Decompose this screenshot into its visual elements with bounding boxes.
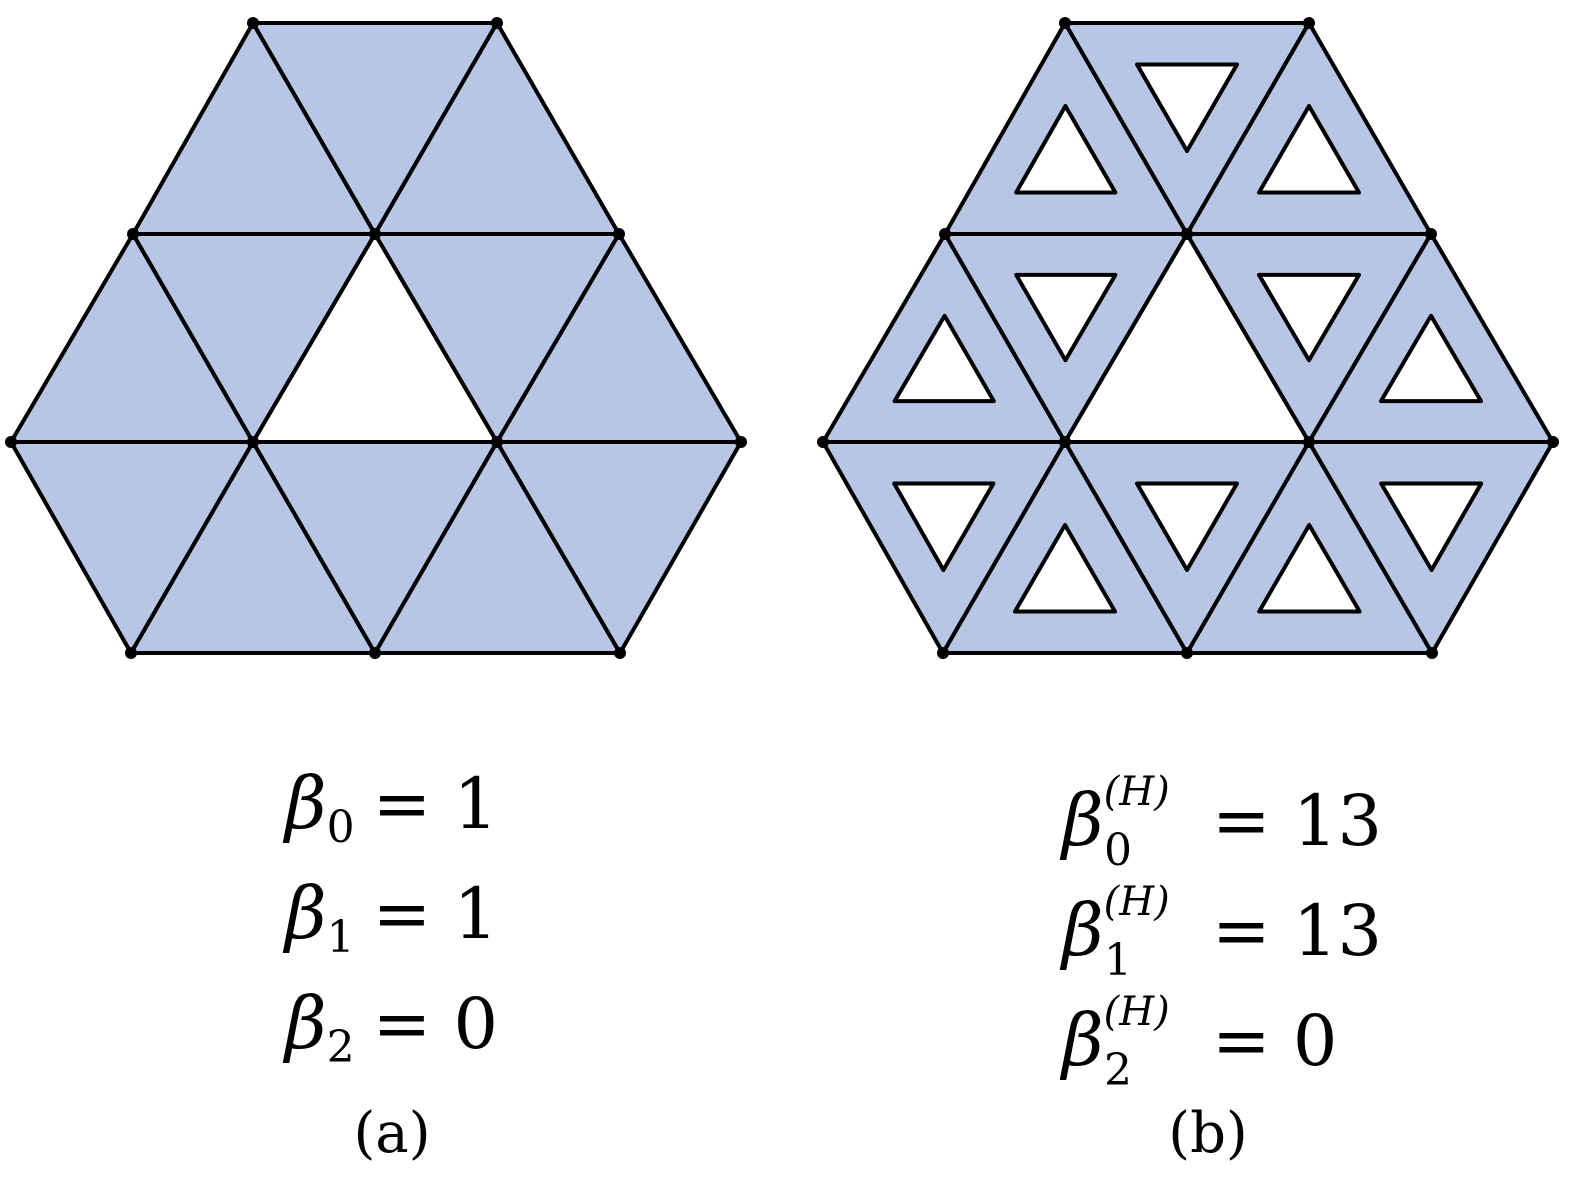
equation-rhs: = 1 — [373, 763, 498, 845]
caption-a: (a) — [353, 1101, 430, 1166]
complex-b-vertex-3 — [1181, 228, 1193, 240]
complex-b-inner-hole-2 — [1257, 104, 1361, 195]
beta-symbol: β — [282, 981, 327, 1065]
complex-b-vertex-7 — [1303, 436, 1315, 448]
complex-b-vertex-8 — [1547, 436, 1559, 448]
complex-b-vertex-4 — [1425, 228, 1437, 240]
complex-b-inner-hole-4 — [1014, 272, 1118, 363]
subscript: 2 — [327, 1022, 355, 1073]
superscript: (H) — [1104, 879, 1170, 925]
complex-a-vertex-5 — [5, 436, 17, 448]
complex-a-vertex-8 — [735, 436, 747, 448]
complex-b-inner-hole-3 — [892, 313, 996, 404]
complex-b-vertex-1 — [1303, 17, 1315, 29]
complex-b-inner-hole-12 — [1379, 481, 1484, 572]
complex-b-inner-hole-6 — [1257, 272, 1361, 363]
complex-b-inner-hole-7 — [1379, 313, 1483, 404]
simplicial-complex-b — [817, 17, 1559, 659]
betti-equation-a-0: β0 = 1 — [282, 761, 498, 853]
equation-rhs: = 0 — [373, 983, 498, 1065]
beta-symbol: β — [282, 761, 327, 845]
betti-equation-a-1: β1 = 1 — [282, 871, 498, 963]
complex-a-vertex-0 — [247, 17, 259, 29]
subscript: 1 — [327, 912, 355, 963]
complex-b-inner-hole-1 — [1135, 62, 1239, 153]
beta-symbol: β — [1059, 778, 1104, 862]
subscript: 1 — [1104, 935, 1132, 986]
subscript: 0 — [327, 802, 355, 853]
complex-b-vertex-10 — [1181, 647, 1193, 659]
simplicial-complex-a — [5, 17, 747, 659]
equation-rhs: = 1 — [373, 873, 498, 955]
superscript: (H) — [1104, 989, 1170, 1035]
complex-a-vertex-2 — [127, 228, 139, 240]
complex-a-vertex-10 — [369, 647, 381, 659]
betti-equation-a-2: β2 = 0 — [282, 981, 498, 1073]
complex-b-vertex-0 — [1059, 17, 1071, 29]
complex-a-vertex-3 — [369, 228, 381, 240]
complex-a-vertex-4 — [613, 228, 625, 240]
beta-symbol: β — [282, 871, 327, 955]
complex-a-vertex-6 — [247, 436, 259, 448]
complex-b-vertex-2 — [939, 228, 951, 240]
caption-b: (b) — [1168, 1101, 1248, 1166]
equation-rhs: = 13 — [1212, 780, 1382, 862]
betti-equation-b-1: β(H) 1 = 13 — [1059, 879, 1382, 986]
subscript: 2 — [1104, 1045, 1132, 1096]
betti-equation-b-0: β(H) 0 = 13 — [1059, 769, 1382, 876]
equation-rhs: = 0 — [1212, 1000, 1337, 1082]
complex-a-vertex-11 — [614, 647, 626, 659]
complex-b-vertex-5 — [817, 436, 829, 448]
complex-a-vertex-7 — [491, 436, 503, 448]
complex-b-vertex-6 — [1059, 436, 1071, 448]
equation-rhs: = 13 — [1212, 890, 1382, 972]
complex-b-inner-hole-0 — [1014, 104, 1118, 195]
complex-b-inner-hole-11 — [1257, 523, 1362, 614]
complex-a-vertex-9 — [125, 647, 137, 659]
complex-b-vertex-9 — [937, 647, 949, 659]
complex-b-inner-hole-8 — [892, 481, 996, 572]
complex-b-vertex-11 — [1426, 647, 1438, 659]
complex-a-triangle-12 — [495, 440, 743, 655]
subscript: 0 — [1104, 825, 1132, 876]
complex-b-inner-hole-10 — [1135, 481, 1239, 572]
complex-b-inner-hole-9 — [1013, 523, 1117, 614]
complex-a-vertex-1 — [491, 17, 503, 29]
superscript: (H) — [1104, 769, 1170, 815]
beta-symbol: β — [1059, 998, 1104, 1082]
beta-symbol: β — [1059, 888, 1104, 972]
betti-equation-b-2: β(H) 2 = 0 — [1059, 989, 1337, 1096]
